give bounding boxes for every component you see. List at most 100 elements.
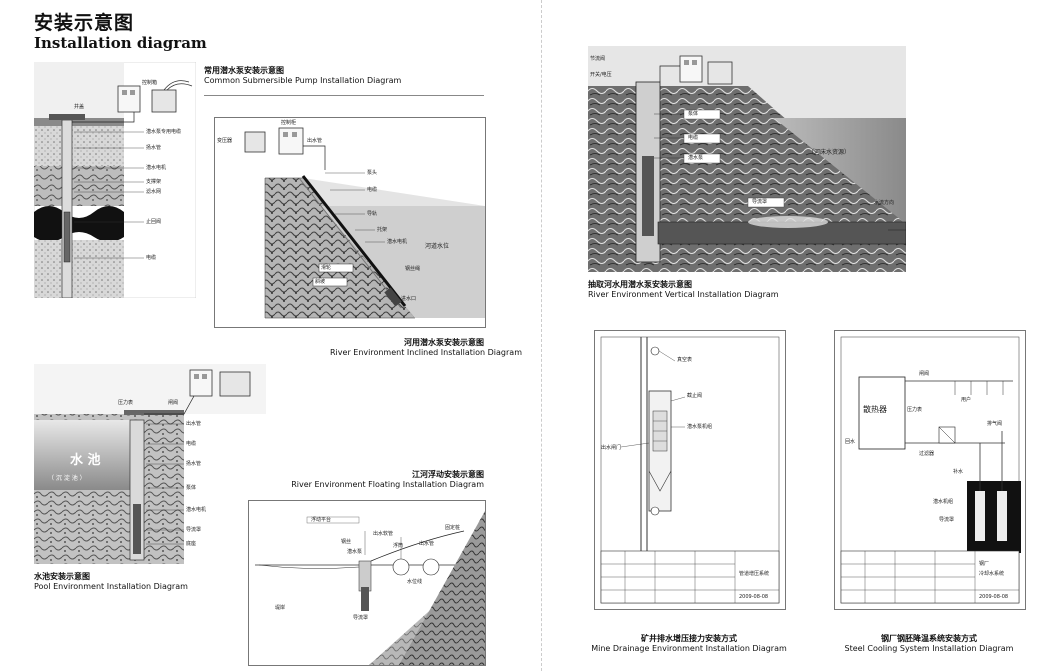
caption-en: Pool Environment Installation Diagram — [34, 582, 188, 591]
caption-en: Common Submersible Pump Installation Dia… — [204, 76, 402, 85]
label: 扬水管 — [146, 145, 162, 151]
label: 固定桩 — [445, 525, 461, 531]
label: 压力表 — [907, 407, 923, 413]
label: 控制箱 — [142, 80, 158, 86]
label: 井盖 — [74, 104, 85, 110]
page-fold — [541, 0, 542, 671]
steel-cooling-caption: 钢厂钢胚降温系统安装方式 Steel Cooling System Instal… — [814, 634, 1044, 654]
label: 支撑架 — [146, 179, 162, 185]
label: 泵体 — [688, 111, 699, 117]
label: 过滤器 — [919, 451, 935, 457]
title-block-name: 管道增压系统 — [739, 571, 770, 577]
caption-cn: 矿井排水增压接力安装方式 — [641, 634, 737, 643]
label: 出水闸门 — [601, 445, 622, 451]
caption-en: River Environment Floating Installation … — [291, 480, 484, 489]
label: 真空表 — [677, 357, 693, 363]
label: 电缆 — [186, 441, 197, 447]
label: 出水软管 — [373, 531, 394, 537]
label: 潜水泵机组 — [687, 424, 713, 430]
caption-cn: 水池安装示意图 — [34, 572, 90, 581]
title-block-date: 2009-08-08 — [739, 594, 769, 600]
label: 导流罩 — [186, 527, 202, 533]
floating-caption: 江河浮动安装示意图 River Environment Floating Ins… — [286, 470, 484, 490]
label: 托架 — [377, 227, 388, 233]
steel-cooling-diagram: 散热器 压力表 排气阀 补水 潜水机组 导流罩 闸阀 过滤器 用户 回水 钢厂 … — [834, 330, 1026, 610]
pool-label: 水 池 — [70, 453, 101, 468]
label: （河床水资源） — [808, 149, 851, 156]
label: 潜水机组 — [933, 499, 954, 505]
label: 导轨 — [367, 211, 378, 217]
label: 截止阀 — [687, 393, 703, 399]
caption-cn: 抽取河水用潜水泵安装示意图 — [588, 280, 692, 289]
caption-cn: 江河浮动安装示意图 — [412, 470, 484, 479]
caption-en: Steel Cooling System Installation Diagra… — [844, 644, 1014, 653]
label: 进水口 — [401, 296, 417, 302]
label: 泵头 — [367, 170, 378, 176]
caption-en: River Environment Vertical Installation … — [588, 290, 779, 299]
label: 出水管 — [419, 541, 435, 547]
label: 电缆 — [146, 255, 157, 261]
label: 闸阀 — [919, 371, 930, 377]
caption-en: River Environment Inclined Installation … — [330, 348, 522, 357]
label: 变压器 — [217, 138, 233, 144]
label: 导流罩 — [353, 615, 369, 621]
caption-cn: 常用潜水泵安装示意图 — [204, 66, 284, 75]
caption-cn: 钢厂钢胚降温系统安装方式 — [881, 634, 977, 643]
page-subtitle: Installation diagram — [34, 34, 207, 52]
title-block-date: 2009-08-08 — [979, 594, 1009, 600]
common-pump-diagram: 潜水泵专用电缆 扬水管 潜水电机 支撑架 滤水网 止回阀 电缆 控制箱 井盖 — [33, 61, 197, 299]
label: 压力表 — [118, 400, 134, 406]
page-title: 安装示意图 — [34, 12, 135, 34]
caption-cn: 河用潜水泵安装示意图 — [404, 338, 484, 347]
label: 开关/电压 — [590, 72, 612, 78]
label: 底座 — [186, 541, 197, 547]
label: 堤岸 — [275, 605, 286, 611]
rule — [204, 95, 484, 96]
common-pump-caption: 常用潜水泵安装示意图 Common Submersible Pump Insta… — [204, 66, 484, 86]
label: 河道水位 — [425, 243, 450, 250]
label: 斜坡 — [315, 279, 326, 285]
label: 散热器 — [863, 405, 887, 414]
label: 浮动平台 — [311, 517, 332, 523]
pool-diagram: 水 池 （ 沉 淀 池 ） 压力表 闸阀 出水管 电缆 扬水管 泵体 潜水电机 … — [34, 364, 266, 564]
river-inclined-diagram: 变压器 控制柜 出水管 泵头 电缆 导轨 托架 潜水电机 河道水位 滑轮 斜坡 … — [214, 117, 486, 328]
label: 扬水管 — [186, 461, 202, 467]
label: 潜水电机 — [146, 165, 167, 171]
pool-caption: 水池安装示意图 Pool Environment Installation Di… — [34, 572, 234, 592]
label: 排气阀 — [987, 421, 1003, 427]
label: 水流方向 — [874, 200, 895, 206]
caption-en: Mine Drainage Environment Installation D… — [591, 644, 787, 653]
label: 回水 — [845, 439, 856, 445]
label: 泵体 — [186, 485, 197, 491]
label: 浮筒 — [393, 543, 404, 549]
river-vertical-diagram: 节流阀 开关/电压 泵体 电缆 潜水泵 （河床水资源） 水流方向 导流罩 — [588, 46, 907, 272]
label: 水位线 — [407, 579, 423, 585]
label: 出水管 — [186, 421, 202, 427]
river-inclined-caption: 河用潜水泵安装示意图 River Environment Inclined In… — [330, 338, 522, 358]
label: 钢丝 — [341, 539, 352, 545]
label: 导流罩 — [752, 199, 768, 205]
sediment-label: （ 沉 淀 池 ） — [48, 475, 86, 482]
title-block-name: 冷却水系统 — [979, 571, 1005, 577]
label: 闸阀 — [168, 400, 179, 406]
label: 止回阀 — [146, 219, 162, 225]
label: 补水 — [953, 469, 964, 475]
label: 潜水泵 — [347, 549, 363, 555]
label: 钢丝绳 — [405, 266, 421, 272]
label: 潜水电机 — [387, 239, 408, 245]
label: 滑轮 — [321, 265, 332, 271]
label: 出水管 — [307, 138, 323, 144]
label: 导流罩 — [939, 517, 955, 523]
river-vertical-caption: 抽取河水用潜水泵安装示意图 River Environment Vertical… — [588, 280, 906, 300]
mine-drainage-diagram: 真空表 截止阀 潜水泵机组 出水闸门 管道增压系统 2009-08-08 — [594, 330, 786, 610]
label: 潜水泵专用电缆 — [146, 129, 182, 135]
label: 电缆 — [688, 135, 699, 141]
mine-drainage-caption: 矿井排水增压接力安装方式 Mine Drainage Environment I… — [574, 634, 804, 654]
label: 电缆 — [367, 187, 378, 193]
label: 滤水网 — [146, 189, 162, 195]
floating-diagram: 浮动平台 钢丝 潜水泵 出水软管 浮筒 出水管 固定桩 导流罩 水位线 堤岸 — [248, 500, 486, 666]
label: 潜水泵 — [688, 155, 704, 161]
label: 潜水电机 — [186, 507, 207, 513]
label: 用户 — [961, 397, 972, 403]
label: 控制柜 — [281, 120, 297, 126]
